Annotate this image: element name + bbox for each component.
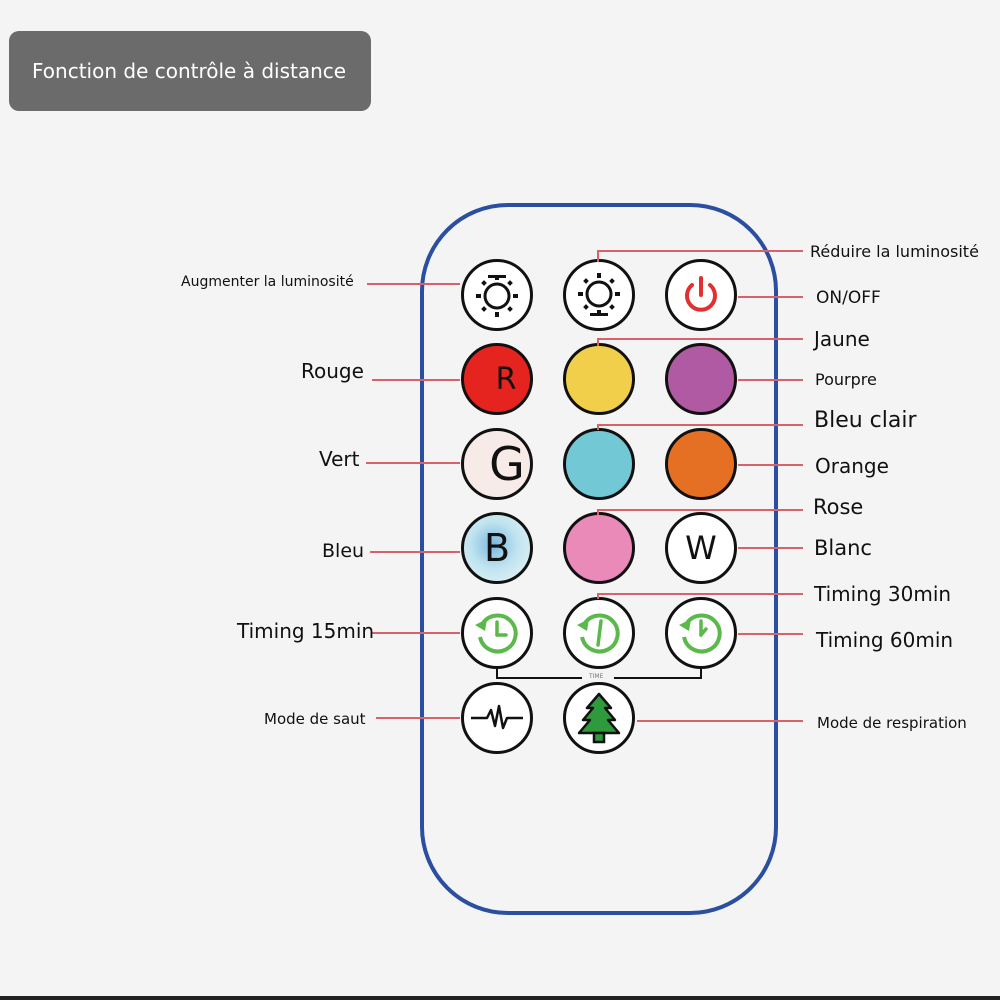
clock-timer-icon [573, 607, 625, 659]
leader-line-timer-30-v [597, 593, 599, 599]
page-title-text: Fonction de contrôle à distance [32, 59, 347, 83]
label-red: Rouge [301, 359, 364, 383]
blue-button[interactable]: B [461, 512, 533, 584]
label-green: Vert [319, 447, 360, 471]
leader-line-orange [738, 464, 803, 466]
yellow-button[interactable] [563, 343, 635, 415]
bottom-border [0, 996, 1000, 1000]
green-button[interactable]: G [461, 428, 533, 500]
label-timer-30: Timing 30min [814, 582, 952, 606]
leader-line-light-blue-v [597, 424, 599, 430]
white-button[interactable]: W [665, 512, 737, 584]
green-button-letter: G [489, 437, 525, 491]
leader-line-jump [376, 717, 460, 719]
time-bracket-line-left [496, 677, 582, 679]
time-text: TIME [589, 673, 604, 680]
sun-down-icon [573, 269, 625, 321]
breathing-mode-button[interactable] [563, 682, 635, 754]
brightness-up-button[interactable] [461, 259, 533, 331]
label-breathing-mode: Mode de respiration [817, 714, 967, 732]
sun-up-icon [471, 269, 523, 321]
time-bracket-left [496, 668, 498, 678]
tree-icon [574, 691, 624, 745]
purple-button[interactable] [665, 343, 737, 415]
pulse-wave-icon [469, 698, 525, 738]
leader-line-blue [370, 551, 460, 553]
label-increase-brightness: Augmenter la luminosité [181, 274, 354, 290]
power-icon [679, 273, 723, 317]
blue-button-letter: B [483, 526, 511, 570]
label-blue: Bleu [322, 540, 365, 562]
clock-timer-icon [675, 607, 727, 659]
leader-line-pink-v [597, 509, 599, 515]
label-light-blue: Bleu clair [814, 408, 917, 433]
pink-button[interactable] [563, 512, 635, 584]
label-white: Blanc [814, 536, 872, 560]
label-purple: Pourpre [815, 370, 877, 389]
label-timer-60: Timing 60min [816, 628, 954, 652]
timer-60-button[interactable] [665, 597, 737, 669]
timer-30-button[interactable] [563, 597, 635, 669]
time-bracket-line-right [614, 677, 702, 679]
orange-button[interactable] [665, 428, 737, 500]
leader-line-purple [738, 379, 803, 381]
label-pink: Rose [813, 495, 864, 519]
label-on-off: ON/OFF [816, 288, 881, 308]
time-bracket-right [700, 668, 702, 678]
timer-15-button[interactable] [461, 597, 533, 669]
label-jump-mode: Mode de saut [264, 710, 366, 728]
label-decrease-brightness: Réduire la luminosité [810, 242, 979, 261]
page-title: Fonction de contrôle à distance [9, 31, 371, 111]
red-button[interactable]: R [461, 343, 533, 415]
label-yellow: Jaune [814, 327, 870, 351]
power-button[interactable] [665, 259, 737, 331]
light-blue-button[interactable] [563, 428, 635, 500]
leader-line-light-blue-h [598, 424, 803, 426]
leader-line-yellow-v [597, 338, 599, 346]
brightness-down-button[interactable] [563, 259, 635, 331]
leader-line-on-off [738, 296, 803, 298]
red-button-letter: R [495, 361, 517, 397]
jump-mode-button[interactable] [461, 682, 533, 754]
leader-line-white [738, 547, 803, 549]
leader-line-breathing [637, 720, 803, 722]
leader-line-timer-15 [372, 632, 460, 634]
leader-line-brightness-up [367, 283, 460, 285]
label-timer-15: Timing 15min [237, 619, 375, 643]
white-button-letter: W [685, 529, 717, 567]
leader-line-brightness-down-h [598, 250, 803, 252]
leader-line-red [372, 379, 460, 381]
leader-line-timer-60 [738, 633, 803, 635]
leader-line-pink-h [598, 509, 803, 511]
leader-line-yellow-h [598, 338, 803, 340]
label-orange: Orange [815, 454, 889, 478]
leader-line-green [366, 462, 460, 464]
leader-line-brightness-down-v [597, 250, 599, 262]
clock-timer-icon [471, 607, 523, 659]
leader-line-timer-30-h [598, 593, 803, 595]
